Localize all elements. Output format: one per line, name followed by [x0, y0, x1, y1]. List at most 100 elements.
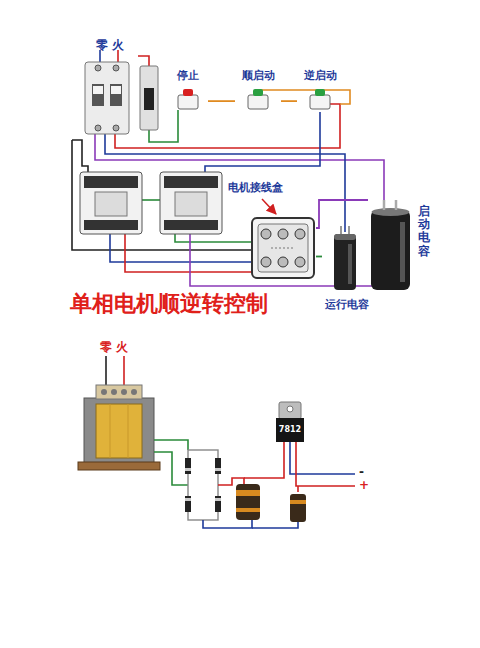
- bridge-rectifier: [188, 450, 218, 520]
- transformer: [111, 389, 117, 395]
- transformer: [78, 385, 160, 470]
- start-capacitor: [400, 222, 405, 282]
- filter-capacitor: [236, 508, 260, 512]
- transformer: [96, 404, 142, 458]
- mains-wire: [106, 356, 124, 386]
- circuit-breaker: [92, 84, 104, 106]
- control-wire: [110, 234, 252, 262]
- dc-wire: [296, 442, 355, 486]
- mains-wire: [123, 356, 125, 386]
- run-capacitor: [340, 226, 342, 234]
- wire-connector: [208, 100, 235, 102]
- transformer: [96, 385, 142, 399]
- diagram-title: 单相电机顺逆转控制: [70, 289, 268, 319]
- push-button: [310, 95, 330, 109]
- leader-arrow: [262, 199, 276, 214]
- push-button: [253, 89, 263, 96]
- start-capacitor: [383, 200, 386, 210]
- regulator-tab: [279, 402, 301, 419]
- run-capacitor: [334, 234, 356, 290]
- secondary-wire: [154, 452, 188, 485]
- bridge-rectifier: [185, 458, 191, 474]
- filter-capacitor: [290, 494, 306, 522]
- motor-terminal-box: [271, 248, 295, 249]
- transformer: [78, 462, 160, 470]
- bridge-rectifier: [185, 498, 191, 501]
- transformer: [101, 389, 107, 395]
- component-label-box: 运行电容: [322, 220, 372, 312]
- control-wire: [205, 112, 320, 172]
- dc-wire: [297, 486, 299, 492]
- contactor: [84, 176, 138, 188]
- leader-arrow: [262, 199, 276, 214]
- push-button: [248, 95, 268, 109]
- motor-terminal-box: [261, 257, 271, 267]
- motor-terminal-box: [278, 229, 288, 239]
- control-wire: [72, 140, 252, 250]
- push-button: [178, 95, 198, 109]
- fuse-switch: [140, 66, 158, 130]
- fuse-switch: [140, 66, 158, 130]
- control-wire: [142, 199, 160, 201]
- bridge-rectifier: [215, 498, 221, 501]
- component-name: 顺启动: [242, 70, 275, 83]
- run-capacitor: [348, 226, 350, 234]
- dc-wire: [218, 478, 244, 485]
- start-capacitor: [395, 200, 398, 210]
- wire-connector: [316, 256, 322, 258]
- contactor: [84, 220, 138, 230]
- motor-terminal-box: [295, 229, 305, 239]
- bridge-rectifier: [185, 450, 221, 520]
- push-button: [178, 89, 330, 109]
- polarity-label: +: [359, 478, 369, 492]
- motor-terminal-box: [295, 257, 305, 267]
- motor-terminal-box: [258, 224, 308, 272]
- motor-terminal-box: [252, 218, 314, 278]
- control-wire: [125, 234, 266, 272]
- filter-capacitor: [236, 490, 260, 496]
- control-wire: [258, 90, 350, 104]
- transformer: [128, 404, 129, 458]
- filter-capacitor: [236, 484, 306, 522]
- run-capacitor: [334, 234, 356, 240]
- bridge-rectifier: [185, 468, 191, 471]
- circuit-breaker: [85, 62, 129, 134]
- control-wire: [138, 56, 149, 66]
- bridge-rectifier: [215, 468, 221, 471]
- component-label-box: 电机接线盒: [226, 180, 316, 282]
- start-capacitor: [371, 210, 410, 290]
- component-label-box: 顺启动: [235, 68, 281, 114]
- filter-capacitor: [236, 484, 260, 520]
- contactor: [175, 192, 207, 216]
- control-wire: [72, 140, 88, 172]
- part-number: 7812: [279, 425, 301, 434]
- bridge-rectifier: [215, 496, 221, 512]
- contactor: [160, 172, 222, 234]
- motor-terminal-box: [278, 257, 288, 267]
- circuit-breaker: [113, 65, 119, 71]
- circuit-breaker: [95, 125, 101, 131]
- contactor: [164, 176, 218, 188]
- dc-wire: [203, 442, 355, 528]
- component-name: 停止: [177, 70, 199, 83]
- contactor: [95, 192, 127, 216]
- transformer: [131, 389, 137, 395]
- circuit-breaker: [113, 125, 119, 131]
- secondary-wire: [154, 440, 188, 485]
- component-name: 运行电容: [325, 298, 369, 310]
- push-button: [315, 89, 325, 96]
- contactor: [80, 172, 222, 234]
- filter-capacitor: [290, 500, 306, 504]
- motor-terminal-box: [261, 229, 271, 239]
- dc-wire: [290, 442, 355, 474]
- mains-label: 零 火: [100, 339, 128, 356]
- component-name: 电机接线盒: [228, 182, 283, 195]
- circuit-breaker: [111, 86, 121, 94]
- circuit-breaker: [110, 84, 122, 106]
- component-label-box: 启动电容: [368, 195, 434, 293]
- start-capacitor: [371, 200, 410, 290]
- mains-label: 零 火: [96, 37, 124, 54]
- component-label-box: 停止: [168, 68, 208, 114]
- fuse-switch: [144, 88, 154, 110]
